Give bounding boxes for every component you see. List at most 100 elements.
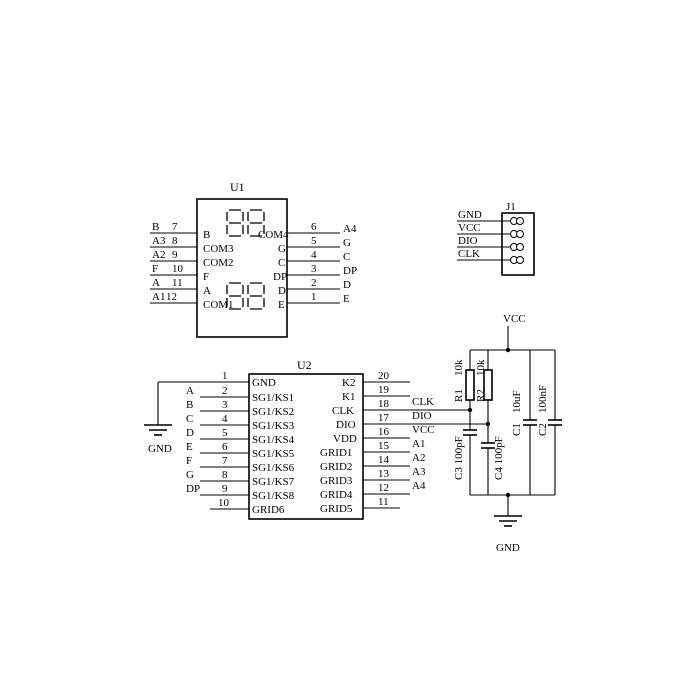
- u2-pin-name: K1: [342, 391, 355, 403]
- u2-gnd-branch: GND: [144, 382, 172, 455]
- u1-net-label: G: [343, 237, 351, 249]
- u2-pin-name: SG1/KS5: [252, 448, 295, 460]
- u2-net-label: A1: [412, 438, 425, 450]
- u1-pin-number: 11: [172, 277, 183, 289]
- u2-body: [248, 373, 364, 520]
- c2-value: 100nF: [537, 385, 549, 413]
- u2-pin-number: 16: [378, 426, 390, 438]
- u1-pin-number: 7: [172, 221, 178, 233]
- u2-pin-name: SG1/KS4: [252, 434, 295, 446]
- r2-label: R2: [475, 389, 487, 402]
- u2-pin-number: 9: [222, 483, 228, 495]
- u2-label: U2: [297, 358, 312, 372]
- u2-pin-name: GRID4: [320, 489, 353, 501]
- u1-pin-number: 5: [311, 235, 317, 247]
- u1-pin-number: 2: [311, 277, 317, 289]
- u2-pin-name: SG1/KS7: [252, 476, 295, 488]
- u2-pin-number: 3: [222, 399, 228, 411]
- u2-pin-name: SG1/KS8: [252, 490, 295, 502]
- u2-net-label: A3: [412, 466, 426, 478]
- u2-pin-number: 17: [378, 412, 390, 424]
- c4-label: C4 100pF: [493, 436, 505, 480]
- u2-pin-number: 14: [378, 454, 390, 466]
- u2-pin-name: GRID2: [320, 461, 352, 473]
- u1-pin-name: COM4: [258, 229, 289, 241]
- u2-pin-name: DIO: [336, 419, 356, 431]
- u1-pin-number: 8: [172, 235, 178, 247]
- u2-pin-number: 11: [378, 496, 389, 508]
- u2-pin-name: GRID5: [320, 503, 353, 515]
- u1-pin-number: 6: [311, 221, 317, 233]
- u2-pin-number: 7: [222, 455, 228, 467]
- u2-net-label: A4: [412, 480, 426, 492]
- u1-pin-name: E: [278, 299, 285, 311]
- j1-label: J1: [506, 201, 516, 213]
- u2-net-label: E: [186, 441, 193, 453]
- j1-net-label: GND: [458, 209, 482, 221]
- u2-pin-name: SG1/KS2: [252, 406, 294, 418]
- u1-net-label: F: [152, 263, 158, 275]
- c1-value: 10uF: [511, 390, 523, 413]
- u2-pin-name: SG1/KS1: [252, 392, 294, 404]
- u1-pin-number: 4: [311, 249, 317, 261]
- u2-driver-ic: U2 1 2 3 4 5 6 7 8 9 10 A: [158, 358, 445, 520]
- u2-pin-number: 19: [378, 384, 390, 396]
- u1-left-pins: B A3 A2 F A A1 7 8 9 10 11 12 B COM3 COM…: [150, 221, 234, 311]
- r1-value: 10k: [453, 359, 465, 376]
- u2-net-label: D: [186, 427, 194, 439]
- u2-pin-name: SG1/KS6: [252, 462, 295, 474]
- u1-pin-name: COM2: [203, 257, 234, 269]
- u2-pin-number: 12: [378, 482, 389, 494]
- u1-pin-name: COM1: [203, 299, 234, 311]
- capacitor-c3-icon: [463, 429, 477, 436]
- u2-net-label: G: [186, 469, 194, 481]
- u1-pin-name: C: [278, 257, 285, 269]
- u2-pin-name: K2: [342, 377, 355, 389]
- u2-pin-number: 8: [222, 469, 228, 481]
- u1-pin-name: COM3: [203, 243, 234, 255]
- u1-pin-number: 3: [311, 263, 317, 275]
- u2-net-label: C: [186, 413, 193, 425]
- u2-net-label: VCC: [412, 424, 435, 436]
- gnd-label: GND: [148, 443, 172, 455]
- u1-net-label: C: [343, 251, 350, 263]
- u1-net-label: B: [152, 221, 159, 233]
- u1-net-label: A: [152, 277, 160, 289]
- u2-pin-number: 6: [222, 441, 228, 453]
- u2-pin-name: VDD: [333, 433, 357, 445]
- u1-pin-name: A: [203, 285, 211, 297]
- u2-pin-number: 18: [378, 398, 390, 410]
- c2-label: C2: [537, 423, 549, 436]
- u1-pin-name: B: [203, 229, 210, 241]
- u2-net-label: DIO: [412, 410, 432, 422]
- u1-net-label: D: [343, 279, 351, 291]
- j1-net-label: CLK: [458, 248, 480, 260]
- u1-pin-number: 10: [172, 263, 184, 275]
- u2-net-label: B: [186, 399, 193, 411]
- u2-pin-name: GND: [252, 377, 276, 389]
- gnd-label: GND: [496, 542, 520, 554]
- u2-net-label: F: [186, 455, 192, 467]
- vcc-label: VCC: [503, 313, 526, 325]
- u1-pin-number: 9: [172, 249, 178, 261]
- u1-pin-name: G: [278, 243, 286, 255]
- u2-pin-number: 4: [222, 413, 228, 425]
- u1-net-label: A2: [152, 249, 165, 261]
- u1-pin-name: DP: [273, 271, 287, 283]
- u2-pin-number: 1: [222, 370, 228, 382]
- u2-pin-number: 2: [222, 385, 228, 397]
- u1-net-label: A1: [152, 291, 165, 303]
- u1-label: U1: [230, 180, 245, 194]
- header-pin-icon: [510, 217, 524, 264]
- capacitor-c2-icon: [548, 419, 562, 426]
- ground-icon: [144, 424, 172, 436]
- r2-value: 10k: [475, 359, 487, 376]
- u1-right-pins: COM4 G C DP D E 6 5 4 3 2 1 A4 G C DP D …: [258, 221, 357, 311]
- u1-pin-name: D: [278, 285, 286, 297]
- u2-pin-name: GRID3: [320, 475, 353, 487]
- u1-net-label: A4: [343, 223, 357, 235]
- c3-label: C3 100pF: [453, 436, 465, 480]
- ground-icon: [494, 515, 522, 527]
